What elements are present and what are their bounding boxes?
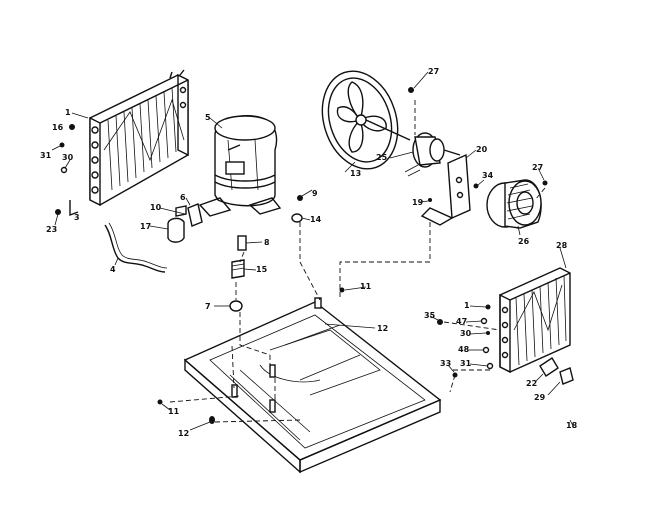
leader-lines [51, 71, 575, 431]
screw-left-mid [59, 142, 65, 148]
label-4: 4 [110, 265, 116, 274]
label-16: 16 [52, 123, 64, 132]
coil-bracket [69, 200, 79, 217]
screw-35 [437, 319, 443, 325]
evaporator-coil [499, 267, 571, 374]
label-19: 19 [412, 198, 424, 207]
fan-motor [404, 132, 461, 177]
screw-27-right [542, 180, 548, 186]
label-18: 18 [566, 421, 578, 430]
label-28: 28 [556, 241, 568, 250]
label-35: 35 [424, 311, 436, 320]
base-pan [183, 297, 442, 474]
label-26: 26 [518, 237, 530, 246]
washer-left [60, 166, 68, 174]
label-31-right: 31 [460, 359, 472, 368]
grommet-7 [229, 300, 243, 312]
blower-wheel [486, 179, 542, 229]
label-48: 48 [458, 345, 470, 354]
clip-48 [482, 346, 490, 354]
label-11-top: 11 [360, 282, 372, 291]
grommet-15 [231, 259, 245, 279]
coil-tube-ends [91, 86, 187, 194]
screw-11-bottom [157, 399, 163, 405]
motor-mount-bracket [420, 153, 471, 226]
compressor-mount-bracket [187, 203, 203, 227]
screw-30-right [486, 331, 490, 335]
label-23: 23 [46, 225, 57, 234]
label-12-screw: 12 [178, 429, 189, 438]
screw-19 [428, 198, 432, 202]
callout-labels: 1 16 31 30 3 23 5 10 6 17 4 9 14 8 15 7 … [40, 67, 578, 438]
label-6: 6 [180, 193, 186, 202]
label-25: 25 [376, 153, 388, 162]
screw-11-top [339, 287, 345, 293]
label-11-bottom: 11 [168, 407, 180, 416]
compressor [198, 115, 282, 217]
label-30-left: 30 [62, 153, 74, 162]
label-27-right: 27 [532, 163, 543, 172]
label-15: 15 [256, 265, 268, 274]
label-13: 13 [350, 169, 361, 178]
label-27-top: 27 [428, 67, 439, 76]
label-47: 47 [456, 317, 467, 326]
screw-27-top [408, 87, 414, 93]
clip-31 [486, 362, 494, 370]
label-1-right: 1 [464, 301, 470, 310]
label-33: 33 [440, 359, 451, 368]
label-14: 14 [310, 215, 322, 224]
grommet-6 [175, 205, 187, 217]
spacer-8 [237, 235, 247, 251]
fitting-29 [559, 367, 574, 385]
label-12-pan: 12 [377, 324, 388, 333]
screw-12 [209, 416, 215, 424]
label-34: 34 [482, 171, 494, 180]
mount-nut-9 [297, 195, 303, 201]
label-9: 9 [312, 189, 318, 198]
screw-left-bottom [55, 209, 61, 215]
assembly-lines [169, 100, 546, 423]
refrigerant-tube [104, 224, 166, 273]
fan-blade [321, 70, 411, 170]
label-5: 5 [205, 113, 211, 122]
label-31-left: 31 [40, 151, 52, 160]
terminal-cover [167, 217, 185, 243]
label-17: 17 [140, 222, 151, 231]
label-3: 3 [74, 213, 80, 222]
label-20: 20 [476, 145, 488, 154]
condenser-coil [89, 69, 189, 207]
screw-1-right [485, 304, 491, 310]
screw-34 [473, 183, 479, 189]
label-7: 7 [205, 302, 211, 311]
label-1-left: 1 [65, 108, 71, 117]
washer-47 [480, 317, 488, 325]
coil-fins [103, 87, 185, 191]
label-10: 10 [150, 203, 162, 212]
mount-grommet-14 [291, 213, 303, 223]
label-8: 8 [264, 238, 270, 247]
label-22: 22 [526, 379, 537, 388]
label-29: 29 [534, 393, 546, 402]
label-30-right: 30 [460, 329, 472, 338]
fitting-22 [539, 357, 559, 377]
